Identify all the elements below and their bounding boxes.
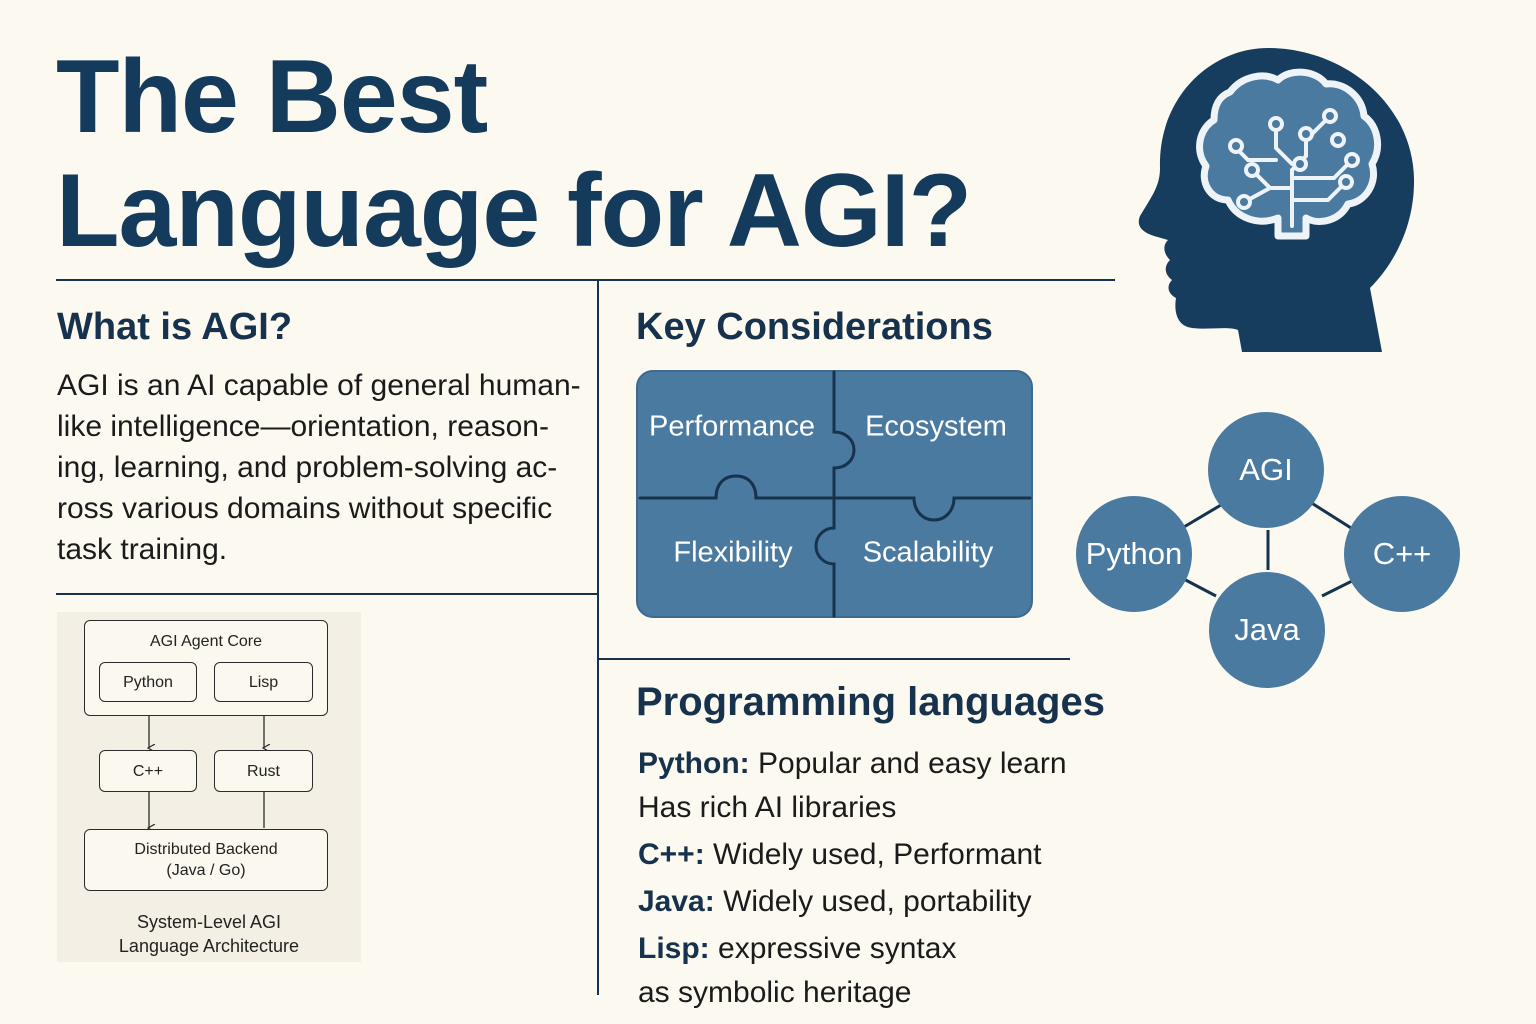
python-box-label: Python	[123, 673, 173, 691]
node-java-label: Java	[1234, 612, 1300, 647]
vertical-divider	[597, 281, 599, 995]
considerations-puzzle: Performance Ecosystem Flexibility Scalab…	[636, 370, 1033, 618]
architecture-diagram: AGI Agent Core Python Lisp C++ Rust Dist…	[57, 612, 361, 962]
rust-box: Rust	[214, 750, 313, 792]
left-section-divider	[56, 593, 597, 595]
paragraph-line: AGI is an AI capable of general human-	[57, 369, 581, 402]
node-cpp-circle	[1344, 496, 1460, 612]
rust-box-label: Rust	[247, 762, 280, 780]
what-is-agi-paragraph: AGI is an AI capable of general human- l…	[57, 365, 581, 570]
node-agi-label: AGI	[1239, 452, 1293, 487]
architecture-caption: System-Level AGI Language Architecture	[57, 910, 361, 958]
key-considerations-heading: Key Considerations	[636, 306, 993, 348]
language-network-graph: AGI Python C++ Java	[1070, 410, 1470, 700]
title-line-1: The Best	[56, 39, 488, 155]
paragraph-line: task training.	[57, 533, 228, 566]
distributed-backend-box: Distributed Backend (Java / Go)	[84, 829, 328, 891]
list-item-java: Java: Widely used, portability	[638, 880, 1198, 924]
head-brain-circuit-icon	[1138, 48, 1415, 352]
lang-desc-extra: Has rich AI libraries	[638, 791, 897, 824]
lisp-box-label: Lisp	[248, 673, 279, 691]
agi-agent-core-label: AGI Agent Core	[149, 633, 263, 650]
lang-name: Python:	[638, 747, 750, 780]
python-box: Python	[99, 662, 197, 702]
lang-desc-extra: as symbolic heritage	[638, 976, 912, 1009]
programming-languages-list: Python: Popular and easy learn Has rich …	[638, 742, 1198, 1018]
lang-name: Lisp:	[638, 932, 710, 965]
page-title: The Best Language for AGI?	[56, 39, 972, 269]
caption-line-1: System-Level AGI	[136, 912, 282, 932]
paragraph-line: like intelligence—orientation, reason-	[57, 410, 549, 443]
list-item-cpp: C++: Widely used, Performant	[638, 833, 1198, 877]
top-divider	[56, 279, 1115, 281]
node-python-circle	[1076, 496, 1192, 612]
language-network-lines	[1076, 412, 1460, 688]
caption-line-2: Language Architecture	[118, 936, 300, 956]
paragraph-line: ing, learning, and problem-solving ac-	[57, 451, 558, 484]
node-cpp-label: C++	[1372, 536, 1432, 571]
title-line-2: Language for AGI?	[56, 153, 972, 269]
programming-languages-heading: Programming languages	[636, 680, 1105, 724]
node-java-circle	[1209, 572, 1325, 688]
lang-desc: Widely used, Performant	[713, 838, 1042, 871]
node-agi-circle	[1208, 412, 1324, 528]
puzzle-piece-ecosystem: Ecosystem	[865, 410, 1007, 443]
cpp-box: C++	[99, 750, 197, 792]
what-is-agi-heading: What is AGI?	[57, 306, 293, 348]
backend-label-line-2: (Java / Go)	[166, 862, 246, 879]
paragraph-line: ross various domains without specific	[57, 492, 553, 525]
puzzle-graphic	[636, 370, 1033, 618]
puzzle-piece-performance: Performance	[648, 410, 816, 443]
right-section-divider	[599, 658, 1070, 660]
lang-name: C++:	[638, 838, 705, 871]
lang-desc: Popular and easy learn	[758, 747, 1067, 780]
backend-label-line-1: Distributed Backend	[134, 841, 278, 858]
list-item-python: Python: Popular and easy learn Has rich …	[638, 742, 1198, 830]
cpp-box-label: C++	[132, 762, 164, 780]
lang-desc: Widely used, portability	[723, 885, 1032, 918]
list-item-lisp: Lisp: expressive syntax as symbolic heri…	[638, 927, 1198, 1015]
puzzle-piece-flexibility: Flexibility	[673, 536, 793, 569]
lisp-box: Lisp	[214, 662, 313, 702]
lang-desc: expressive syntax	[718, 932, 957, 965]
node-python-label: Python	[1085, 536, 1183, 571]
lang-name: Java:	[638, 885, 715, 918]
puzzle-piece-scalability: Scalability	[862, 536, 994, 569]
